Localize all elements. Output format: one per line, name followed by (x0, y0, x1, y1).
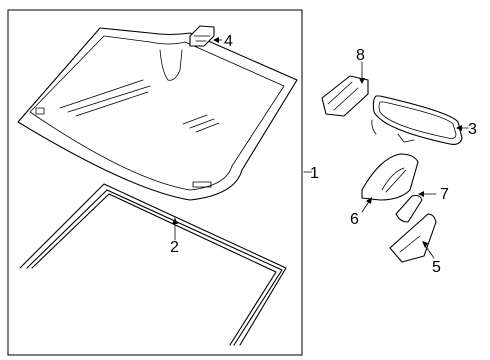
callout-5: 5 (432, 259, 441, 276)
mount-cover-upper (395, 194, 423, 223)
mirror-mount (321, 75, 369, 117)
callout-3: 3 (468, 121, 477, 138)
callout-6: 6 (350, 211, 359, 228)
windshield-molding (19, 183, 287, 346)
windshield-glass (17, 27, 298, 201)
leader-lines (172, 37, 469, 259)
mirror-bracket-clip (189, 25, 215, 47)
group-frame (7, 9, 303, 356)
callout-2: 2 (170, 239, 179, 256)
callout-4: 4 (224, 33, 233, 50)
callout-7: 7 (440, 186, 449, 203)
rearview-mirror (371, 95, 463, 145)
callout-8: 8 (356, 47, 365, 64)
callout-1: 1 (310, 165, 319, 182)
sensor-cover (361, 153, 419, 201)
mount-cover-lower (389, 213, 437, 263)
